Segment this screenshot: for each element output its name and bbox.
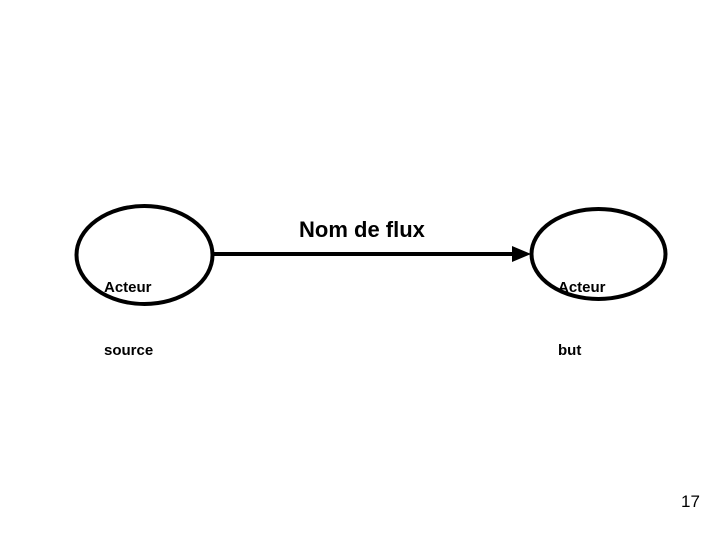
- actor-source-ellipse[interactable]: [74, 204, 215, 306]
- flow-name-label: Nom de flux: [299, 217, 425, 242]
- actor-target-label: Acteur but: [558, 235, 606, 403]
- actor-target-ellipse[interactable]: [529, 207, 668, 301]
- flow-arrow-head: [512, 246, 531, 262]
- actor-source-label: Acteur source: [104, 235, 153, 403]
- actor-target-label-line2: but: [558, 342, 582, 359]
- page-number: 17: [681, 492, 700, 511]
- actor-target-label-line1: Acteur: [558, 279, 606, 296]
- actor-source-label-line1: Acteur: [104, 279, 152, 296]
- actor-source-label-line2: source: [104, 342, 154, 359]
